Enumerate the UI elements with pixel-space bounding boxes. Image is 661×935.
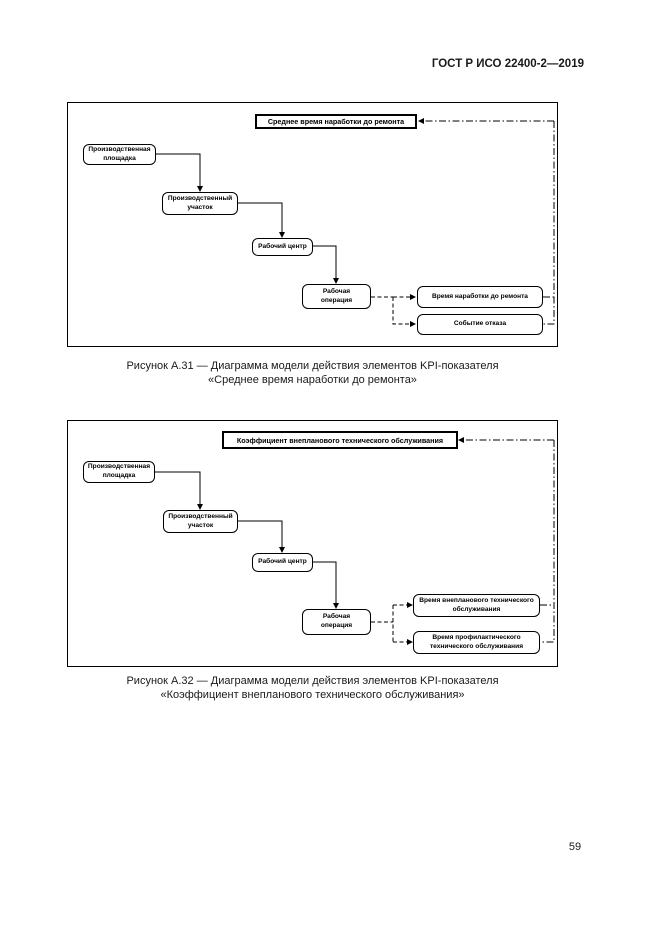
node-production-site: Производственная площадка [83, 144, 156, 165]
figure-a31-caption-line2: «Среднее время наработки до ремонта» [208, 374, 417, 386]
node-element-unplanned-maintenance-time: Время внепланового технического обслужив… [413, 594, 540, 617]
kpi-title-box: Коэффициент внепланового технического об… [222, 431, 458, 449]
node-work-center: Рабочий центр [252, 238, 313, 256]
node-work-center: Рабочий центр [252, 553, 313, 572]
node-work-operation: Рабочая операция [302, 284, 371, 309]
node-element-failure-event: Событие отказа [417, 314, 543, 335]
figure-a32-caption-line2: «Коэффициент внепланового технического о… [160, 689, 465, 701]
figure-a31-caption-line1: Рисунок А.31 — Диаграмма модели действия… [126, 360, 499, 372]
kpi-title-box: Среднее время наработки до ремонта [255, 114, 417, 129]
figure-a31-frame: Среднее время наработки до ремонта Произ… [67, 102, 558, 347]
figure-a32-connectors [155, 437, 555, 645]
figure-a31-caption: Рисунок А.31 — Диаграмма модели действия… [67, 359, 558, 387]
node-production-area: Производственный участок [163, 510, 238, 533]
figure-a32-caption: Рисунок А.32 — Диаграмма модели действия… [67, 674, 558, 702]
page-number: 59 [568, 841, 582, 853]
node-work-operation: Рабочая операция [302, 609, 371, 635]
page-header: ГОСТ Р ИСО 22400-2—2019 [431, 58, 584, 70]
node-production-site: Производственная площадка [83, 461, 155, 483]
node-element-preventive-maintenance-time: Время профилактического технического обс… [413, 631, 540, 654]
figure-a31-connectors [156, 118, 555, 327]
node-production-area: Производственный участок [162, 192, 238, 215]
figure-a32-caption-line1: Рисунок А.32 — Диаграмма модели действия… [126, 675, 499, 687]
node-element-time-to-repair: Время наработки до ремонта [417, 286, 543, 308]
figure-a32-frame: Коэффициент внепланового технического об… [67, 420, 558, 667]
